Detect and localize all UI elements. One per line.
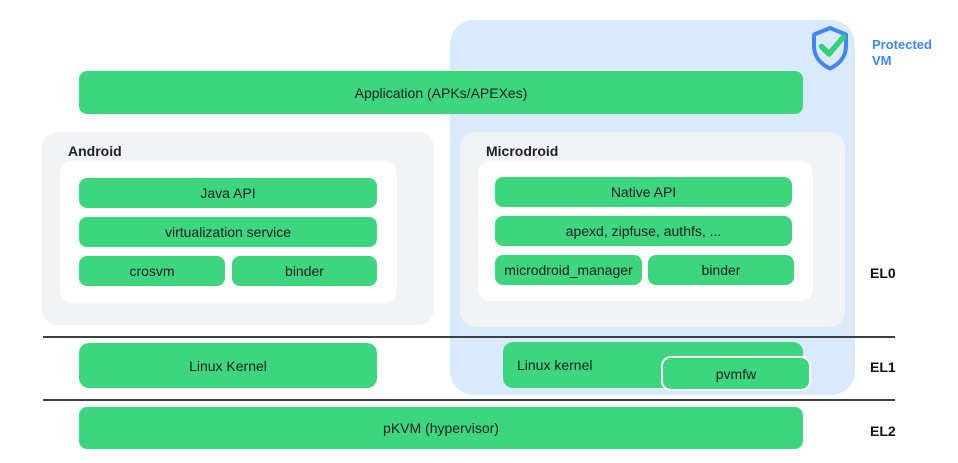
el0-label: EL0 [870,265,896,281]
android-linux-kernel-bar: Linux Kernel [79,343,377,388]
shield-check-icon [806,24,854,72]
shield-check-svg [812,26,848,71]
el1-el2-separator-line [43,399,895,401]
microdroid-panel-title: Microdroid [486,143,559,159]
virtualization-service-bar: virtualization service [79,217,377,247]
java-api-bar: Java API [79,178,377,208]
microdroid-panel: Microdroid Native API apexd, zipfuse, au… [460,132,845,327]
pkvm-hypervisor-bar: pKVM (hypervisor) [79,407,803,449]
pvmfw-bar: pvmfw [661,356,811,391]
el1-label: EL1 [870,359,896,375]
protected-vm-label: Protected VM [872,37,932,68]
el2-label: EL2 [870,423,896,439]
crosvm-bar: crosvm [79,256,225,286]
native-api-bar: Native API [495,177,792,207]
apexd-zipfuse-authfs-bar: apexd, zipfuse, authfs, ... [495,216,792,246]
application-bar: Application (APKs/APEXes) [79,71,803,114]
el0-el1-separator-line [43,336,895,338]
android-panel: Android Java API virtualization service … [42,132,434,325]
android-panel-title: Android [68,143,122,159]
microdroid-inner-box: Native API apexd, zipfuse, authfs, ... m… [478,161,813,301]
microdroid-manager-bar: microdroid_manager [495,255,642,285]
microdroid-binder-bar: binder [648,255,794,285]
android-binder-bar: binder [232,256,377,286]
android-inner-box: Java API virtualization service crosvm b… [60,161,397,303]
